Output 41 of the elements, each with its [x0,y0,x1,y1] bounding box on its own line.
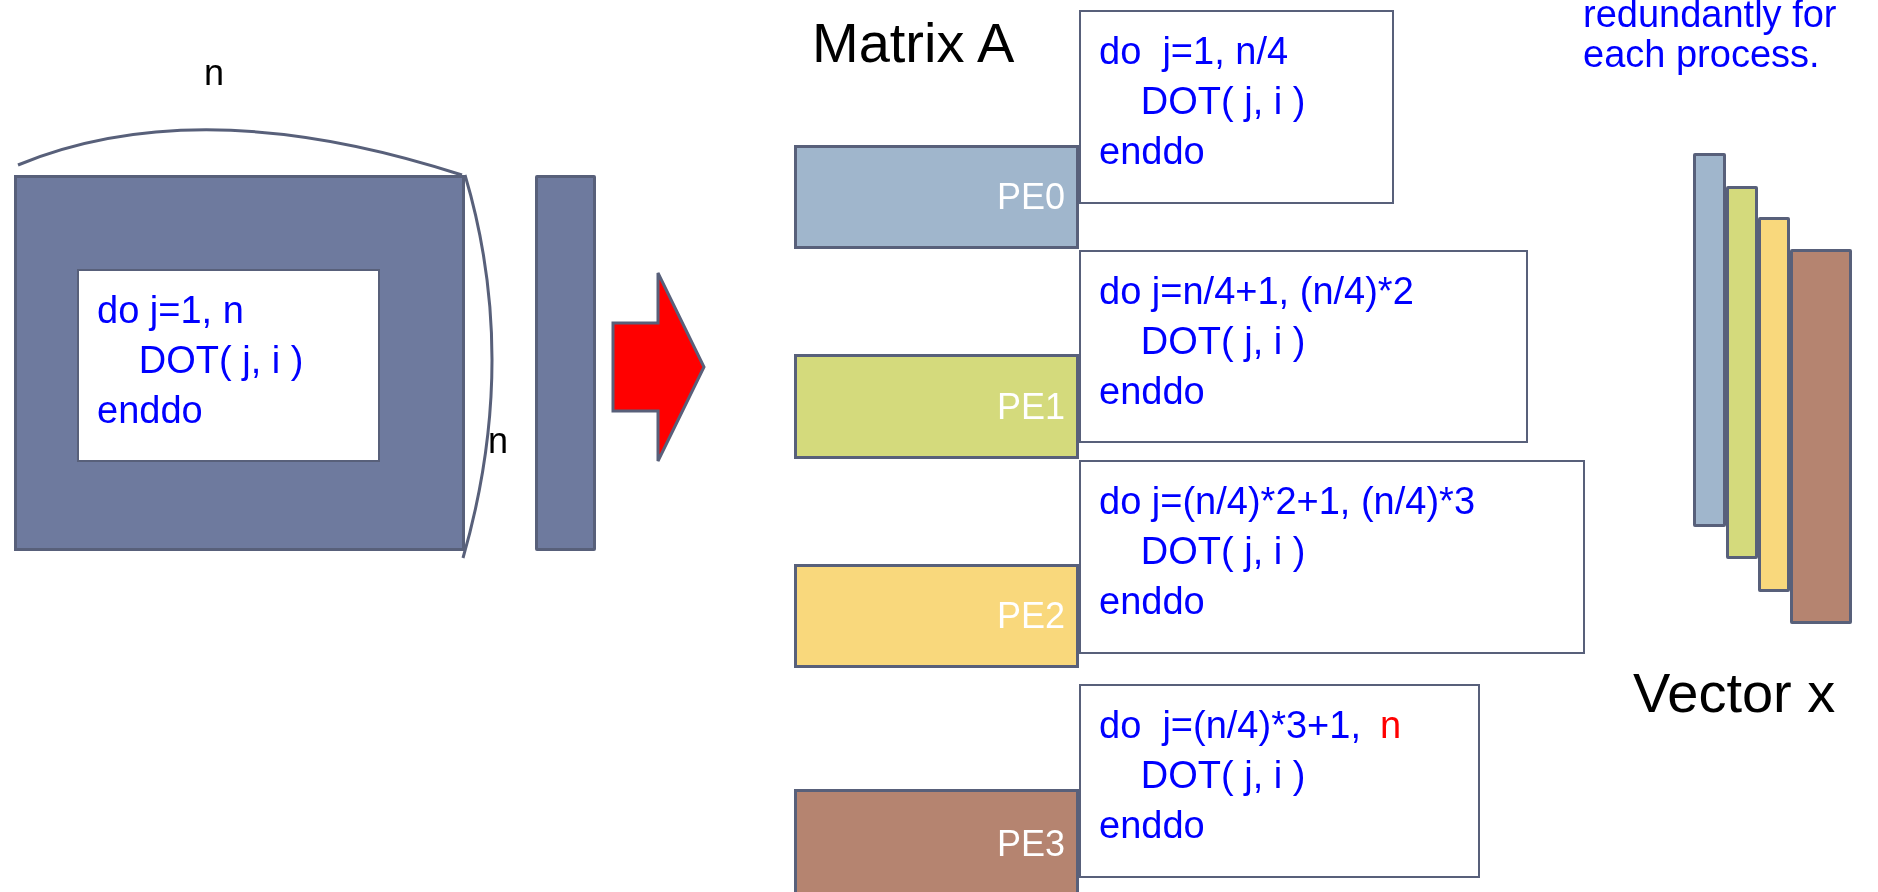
note-text: redundantly for each process. [1583,0,1838,74]
code-text: DOT( j, i ) [1140,320,1306,362]
code-text: do j=(n/4)*2+1, (n/4)*3 [1099,480,1475,522]
code-text: enddo [1099,370,1205,412]
vector-bar [1726,186,1758,559]
vector-bar [1758,217,1790,592]
code-text: do j=n/4+1, (n/4)*2 [1099,270,1414,312]
code-text: enddo [1099,580,1205,622]
process-bar [794,564,1079,668]
code-box [1079,10,1394,204]
block-arrow [611,271,706,463]
code-box [1079,684,1480,878]
code-box [1079,250,1528,443]
code-box [77,269,380,462]
code-text: do j=1, n/4 [1099,30,1289,72]
process-label: PE2 [997,595,1066,637]
process-label: PE0 [997,176,1066,218]
code-text: DOT( j, i ) [1140,80,1306,122]
matrix-block [14,175,465,551]
process-label: PE3 [997,823,1066,865]
code-text: enddo [1099,130,1205,172]
code-text: DOT( j, i ) [1140,754,1306,796]
vector-bar [535,175,596,551]
title-text: Vector x [1633,660,1836,725]
vector-bar [1790,249,1852,624]
process-bar [794,354,1079,459]
dimension-label: n [488,420,509,462]
process-bar [794,145,1079,249]
code-text: do j=(n/4)*3+1, [1099,704,1361,746]
code-text: do j=1, n [97,289,244,331]
code-text: DOT( j, i ) [138,339,304,381]
process-label: PE1 [997,385,1066,428]
code-text: enddo [97,389,203,431]
code-box [1079,460,1585,654]
vector-bar [1693,153,1726,527]
code-text: DOT( j, i ) [1140,530,1306,572]
process-bar [794,789,1079,892]
code-text: enddo [1099,804,1205,846]
highlighted-code-text: n [1379,704,1402,746]
dimension-label: n [204,52,225,94]
title-text: Matrix A [812,10,1015,75]
